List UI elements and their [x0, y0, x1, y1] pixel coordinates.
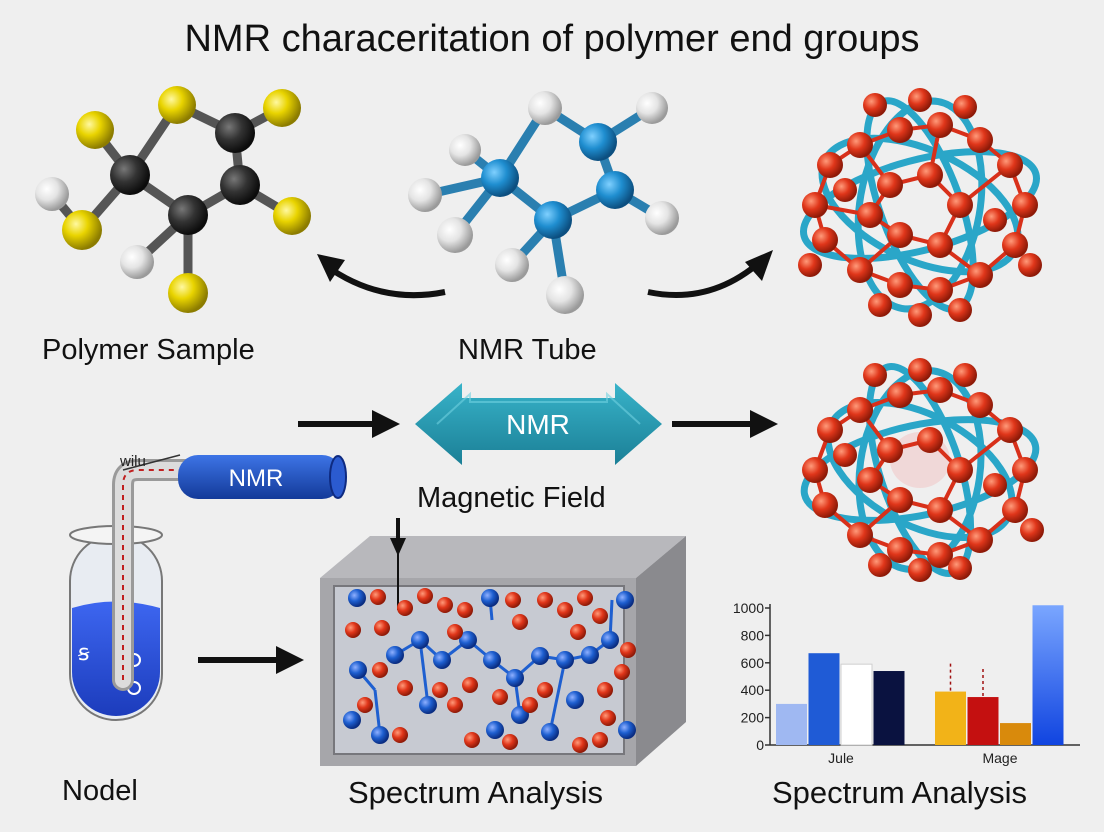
probe-head-icon: NMR [178, 455, 347, 499]
x-category-label: Jule [828, 750, 854, 766]
y-tick-label: 0 [756, 737, 764, 753]
probe-label: NMR [229, 465, 284, 492]
nodel-label: Nodel [62, 775, 138, 807]
bar-mage-2 [967, 697, 999, 745]
probe-rod-icon: wilu [112, 453, 201, 691]
polymer-sample-molecule-icon [35, 86, 311, 313]
magnetic-field-label: Magnetic Field [417, 482, 606, 514]
probe-wire-label: wilu [119, 453, 146, 470]
y-tick-label: 400 [741, 682, 765, 698]
nmr-tube-molecule-icon [408, 91, 679, 314]
spectrum-bar-chart: 0 200 400 600 800 1000 Jule Mage [733, 600, 1080, 766]
bar-mage-4 [1032, 605, 1064, 745]
tube-mark-text: ꞩ [78, 640, 90, 665]
chart-tick-labels: 0 200 400 600 800 1000 [733, 600, 764, 753]
bar-mage-3 [1000, 723, 1031, 745]
arrow-to-polymer-sample-icon [317, 254, 446, 299]
polymer-sample-label: Polymer Sample [42, 334, 255, 366]
spectrum-analysis-label-right: Spectrum Analysis [772, 775, 1027, 810]
polymer-coil-bottom-icon [800, 358, 1044, 582]
bar-mage-1 [935, 691, 966, 745]
bar-jule-4 [873, 671, 905, 745]
y-tick-label: 1000 [733, 600, 764, 616]
spectrum-analysis-label-center: Spectrum Analysis [348, 775, 603, 810]
nmr-banner-label: NMR [506, 409, 570, 440]
sample-particles [343, 588, 636, 753]
polymer-coil-top-icon [798, 88, 1042, 327]
chart-bars [776, 605, 1064, 746]
bar-jule-2 [808, 653, 840, 745]
bar-jule-1 [776, 703, 807, 745]
arrow-to-polymer-coil-icon [647, 250, 773, 298]
x-category-label: Mage [982, 750, 1017, 766]
arrow-to-nmr-banner-icon [298, 410, 400, 438]
nmr-tube-label: NMR Tube [458, 334, 597, 366]
magnetic-field-sample-box [320, 518, 686, 766]
nmr-double-arrow-banner: NMR [415, 383, 662, 465]
arrow-to-sample-box-icon [198, 646, 304, 674]
y-tick-label: 800 [741, 627, 765, 643]
chart-category-labels: Jule Mage [828, 750, 1018, 766]
y-tick-label: 200 [741, 710, 765, 726]
diagram-title: NMR characeritation of polymer end group… [184, 18, 920, 60]
arrow-from-nmr-banner-icon [672, 410, 778, 438]
bar-jule-3 [840, 663, 873, 746]
y-tick-label: 600 [741, 655, 765, 671]
